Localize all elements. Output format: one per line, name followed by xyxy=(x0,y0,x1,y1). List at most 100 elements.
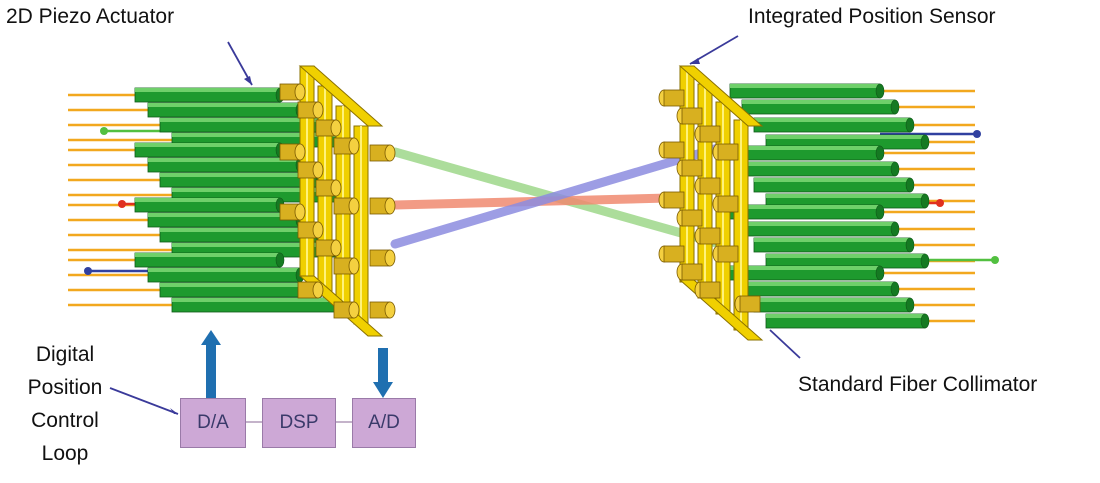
collimator-end xyxy=(920,134,930,150)
ad-converter-block: A/D xyxy=(352,398,416,448)
label-pointers xyxy=(109,35,801,415)
up-arrow-head xyxy=(201,330,221,345)
position-sensor-label: Integrated Position Sensor xyxy=(748,5,996,28)
control-loop-label-line: Position xyxy=(27,376,103,399)
lens-face xyxy=(348,197,360,215)
da-converter-block: D/A xyxy=(180,398,246,448)
optical-beams xyxy=(390,143,725,249)
lens-face xyxy=(312,101,324,119)
right-collimator-array xyxy=(658,65,999,341)
lens-barrel xyxy=(717,195,739,213)
control-loop-label: Digital Position Control Loop xyxy=(10,338,120,470)
collimator-highlight xyxy=(730,266,880,270)
collimator-highlight xyxy=(754,238,910,242)
down-arrow-shaft xyxy=(378,348,388,384)
collimator-end xyxy=(890,161,900,177)
dsp-block: DSP xyxy=(262,398,336,448)
collimator-highlight xyxy=(135,88,280,92)
collimator-end xyxy=(890,99,900,115)
lens-barrel xyxy=(663,245,685,263)
collimator-end xyxy=(275,252,285,268)
collimator-highlight xyxy=(148,103,300,107)
collimator-end xyxy=(905,117,915,133)
collimator-highlight xyxy=(766,314,925,318)
piezo-frame-top xyxy=(298,65,384,127)
pointer-line xyxy=(109,387,179,415)
collimator-highlight xyxy=(148,158,300,162)
collimator-highlight xyxy=(135,253,280,257)
blue-beam xyxy=(390,143,723,249)
collimator-highlight xyxy=(148,268,300,272)
lens-barrel xyxy=(663,191,685,209)
pointer-arrowhead xyxy=(244,76,252,85)
collimator-highlight xyxy=(172,133,340,137)
collimator-highlight xyxy=(135,143,280,147)
fiber-end-dot xyxy=(973,130,981,138)
collimator-highlight xyxy=(742,100,895,104)
collimator-end xyxy=(875,204,885,220)
left-collimator-array xyxy=(68,65,396,337)
pointer-arrowhead xyxy=(170,408,178,414)
control-loop-label-line: Control xyxy=(31,409,99,432)
collimator-end xyxy=(920,193,930,209)
lens-barrel xyxy=(663,89,685,107)
fiber-collimator-label: Standard Fiber Collimator xyxy=(798,373,1038,396)
lens-face xyxy=(294,143,306,161)
collimator-highlight xyxy=(135,198,280,202)
lens-face xyxy=(384,301,396,319)
collimator-end xyxy=(920,253,930,269)
collimator-end xyxy=(905,177,915,193)
collimator-end xyxy=(875,265,885,281)
lens-face xyxy=(294,203,306,221)
lens-face xyxy=(294,83,306,101)
control-loop-label-line: Digital xyxy=(35,343,95,366)
fiber-end-dot xyxy=(84,267,92,275)
collimator-end xyxy=(920,313,930,329)
collimator-highlight xyxy=(742,162,895,166)
pointer-line xyxy=(769,329,801,359)
collimator-highlight xyxy=(172,243,340,247)
lens-barrel xyxy=(681,107,703,125)
collimator-highlight xyxy=(172,188,340,192)
lens-barrel xyxy=(699,227,721,245)
lens-barrel xyxy=(699,177,721,195)
piezo-actuator-label: 2D Piezo Actuator xyxy=(6,5,175,28)
lens-face xyxy=(384,249,396,267)
pointer-arrowhead xyxy=(690,58,700,64)
lens-face xyxy=(330,239,342,257)
collimator-highlight xyxy=(742,282,895,286)
collimator-highlight xyxy=(160,283,320,287)
control-arrows xyxy=(201,330,393,423)
lens-face xyxy=(384,197,396,215)
collimator-end xyxy=(875,83,885,99)
fiber-end-dot xyxy=(936,199,944,207)
collimator-end xyxy=(905,237,915,253)
collimator-highlight xyxy=(172,298,340,302)
lens-barrel xyxy=(739,295,761,313)
lens-face xyxy=(330,179,342,197)
lens-face xyxy=(312,281,324,299)
collimator-highlight xyxy=(766,254,925,258)
collimator-highlight xyxy=(742,222,895,226)
lens-barrel xyxy=(681,263,703,281)
collimator-highlight xyxy=(730,146,880,150)
up-arrow-shaft xyxy=(206,344,216,398)
lens-face xyxy=(330,119,342,137)
lens-face xyxy=(312,221,324,239)
fiber-end-dot xyxy=(100,127,108,135)
collimator-end xyxy=(890,221,900,237)
lens-face xyxy=(348,137,360,155)
sensor-frame-top xyxy=(678,65,764,127)
lens-barrel xyxy=(699,125,721,143)
collimator-end xyxy=(905,297,915,313)
lens-barrel xyxy=(663,141,685,159)
lens-barrel xyxy=(717,245,739,263)
collimator-end xyxy=(875,145,885,161)
lens-barrel xyxy=(717,143,739,161)
collimator-highlight xyxy=(160,228,320,232)
lens-face xyxy=(348,301,360,319)
lens-face xyxy=(384,144,396,162)
lens-face xyxy=(348,257,360,275)
